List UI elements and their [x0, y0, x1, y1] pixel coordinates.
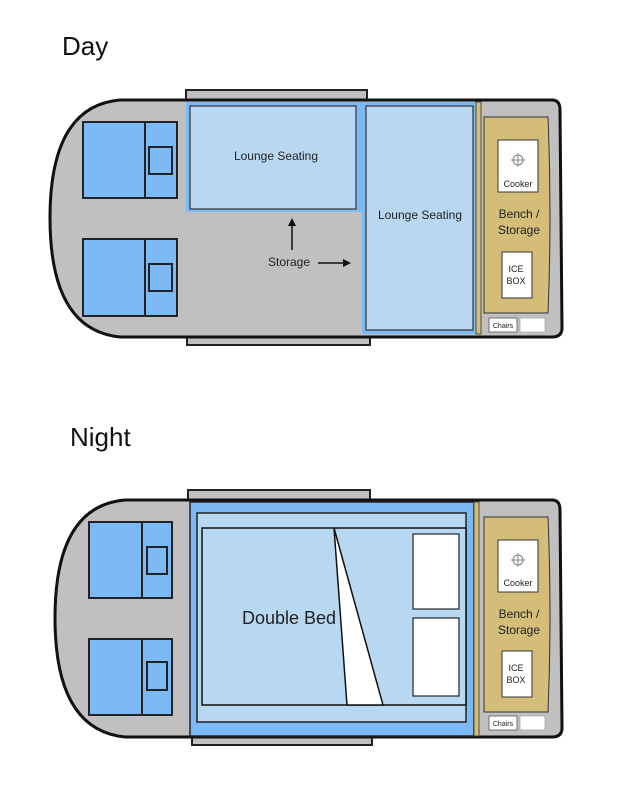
- chairs-label: Chairs: [493, 323, 514, 330]
- pillow: [412, 533, 460, 610]
- bench-label-line1: Bench /: [499, 207, 540, 221]
- empty-storage: [519, 317, 546, 333]
- bed-label: Double Bed: [242, 608, 336, 628]
- bench-label-line2: Storage: [498, 623, 540, 637]
- night-title: Night: [70, 422, 131, 452]
- bench-edge: [473, 501, 480, 737]
- cooker-burner-icon: [511, 553, 525, 567]
- lounge-seating-1: Lounge Seating: [186, 102, 362, 212]
- night-layout: Night Double Bed Cooker: [53, 422, 564, 746]
- chairs-storage: [488, 715, 518, 731]
- bench-label-line1: Bench /: [499, 607, 540, 621]
- cooker-label: Cooker: [503, 179, 532, 189]
- lounge-2-label: Lounge Seating: [378, 208, 462, 222]
- arrow-up-icon: [288, 218, 296, 250]
- front-seat-driver: [82, 121, 178, 199]
- icebox-label-line2: BOX: [506, 675, 525, 685]
- storage-label: Storage: [268, 255, 310, 269]
- day-layout: Day Lounge Seating Lounge Seating Storag…: [48, 31, 564, 346]
- bench-label-line2: Storage: [498, 223, 540, 237]
- icebox-label-line1: ICE: [508, 663, 523, 673]
- icebox-label-line2: BOX: [506, 276, 525, 286]
- empty-storage: [519, 715, 546, 731]
- bench-storage: Cooker Bench / Storage ICE BOX: [483, 516, 551, 713]
- arrow-right-icon: [318, 259, 351, 267]
- front-seat-driver: [88, 521, 173, 599]
- lounge-seating-2: Lounge Seating: [362, 102, 476, 334]
- day-title: Day: [62, 31, 108, 61]
- chairs-label: Chairs: [493, 721, 514, 728]
- cooker-burner-icon: [511, 153, 525, 167]
- front-seat-passenger: [82, 238, 178, 317]
- double-bed: Double Bed: [189, 501, 475, 737]
- front-seat-passenger: [88, 638, 173, 716]
- bed-fold-gap: [333, 527, 384, 706]
- icebox-label-line1: ICE: [508, 264, 523, 274]
- bench-edge: [475, 101, 482, 335]
- chairs-storage: [488, 317, 518, 333]
- lounge-1-label: Lounge Seating: [234, 149, 318, 163]
- bench-storage: Cooker Bench / Storage ICE BOX: [483, 116, 551, 314]
- cooker-label: Cooker: [503, 578, 532, 588]
- pillow: [412, 617, 460, 697]
